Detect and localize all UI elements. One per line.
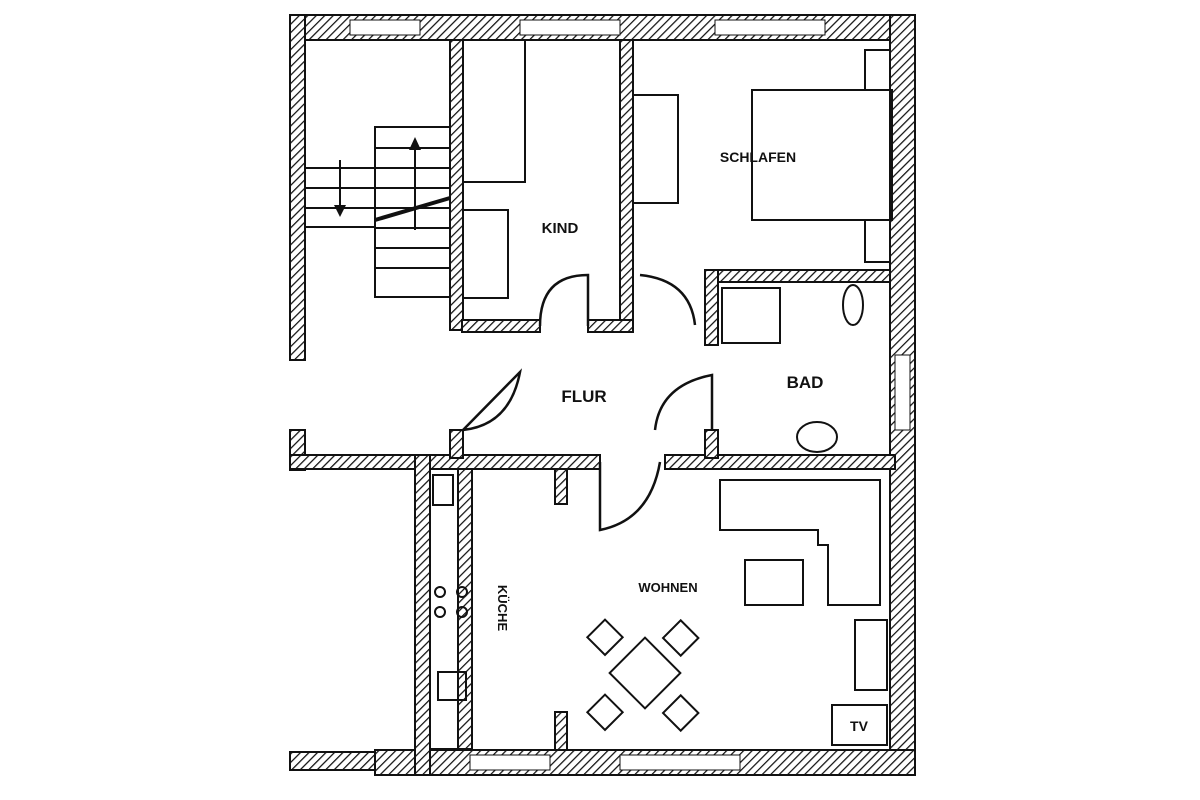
door-stair: [462, 368, 522, 432]
sideboard: [854, 619, 888, 691]
stair-steps: [374, 126, 451, 298]
wardrobe: [632, 94, 679, 204]
walls: [289, 14, 916, 776]
wall-middle-right: [664, 454, 896, 470]
bed: [751, 89, 893, 221]
wall-stub: [554, 468, 568, 505]
chair: [585, 693, 625, 732]
room-label-kind: KIND: [542, 220, 579, 237]
wall-stair: [449, 39, 464, 331]
chair: [661, 693, 700, 733]
wall-left: [289, 14, 306, 361]
window: [519, 19, 621, 36]
wall-bottom: [374, 749, 916, 776]
tv-label: TV: [850, 718, 869, 734]
window: [714, 19, 826, 36]
wall-bottom-left: [289, 751, 376, 771]
wall-bad-left-lower: [704, 429, 719, 459]
sofa: [719, 479, 881, 606]
stove-burner: [456, 586, 468, 598]
doors: [462, 273, 714, 532]
door-bad: [653, 373, 714, 431]
sink: [796, 421, 838, 453]
room-label-kueche: KÜCHE: [495, 585, 510, 632]
wall-bad-left: [704, 269, 719, 346]
room-label-flur: FLUR: [561, 387, 606, 406]
nightstand: [864, 49, 891, 91]
wardrobe: [462, 39, 526, 183]
door-schlafen: [639, 273, 697, 326]
wall-middle: [289, 454, 601, 470]
window: [619, 754, 741, 771]
window: [894, 354, 911, 431]
wall-kind-bottom: [587, 319, 634, 333]
door-wohnen: [598, 461, 662, 532]
stove-burner: [434, 586, 446, 598]
wall-kind-bottom: [461, 319, 541, 333]
fridge: [437, 671, 467, 701]
desk: [462, 209, 509, 299]
room-label-wohnen: WOHNEN: [638, 580, 697, 595]
room-label-bad: BAD: [787, 373, 824, 392]
chair: [661, 618, 700, 658]
room-label-schlafen: SCHLAFEN: [720, 149, 796, 165]
wall-kitchen: [414, 454, 431, 776]
dining-table: [608, 636, 682, 710]
sink-kitchen: [432, 474, 454, 506]
wall-bad-top: [704, 269, 891, 283]
wall-stair-lower: [449, 429, 464, 459]
shower: [721, 287, 781, 344]
chair: [585, 618, 625, 657]
window: [349, 19, 421, 36]
staircase: [305, 126, 451, 298]
furniture: [429, 39, 893, 750]
tv-stand: [831, 704, 888, 746]
coffee-table: [744, 559, 804, 606]
window: [469, 754, 551, 771]
wall-kind: [619, 39, 634, 331]
nightstand: [864, 219, 891, 263]
toilet: [842, 284, 864, 326]
wall-stub: [554, 711, 568, 751]
stove-burner: [456, 606, 468, 618]
stove-burner: [434, 606, 446, 618]
door-kind: [538, 273, 590, 327]
